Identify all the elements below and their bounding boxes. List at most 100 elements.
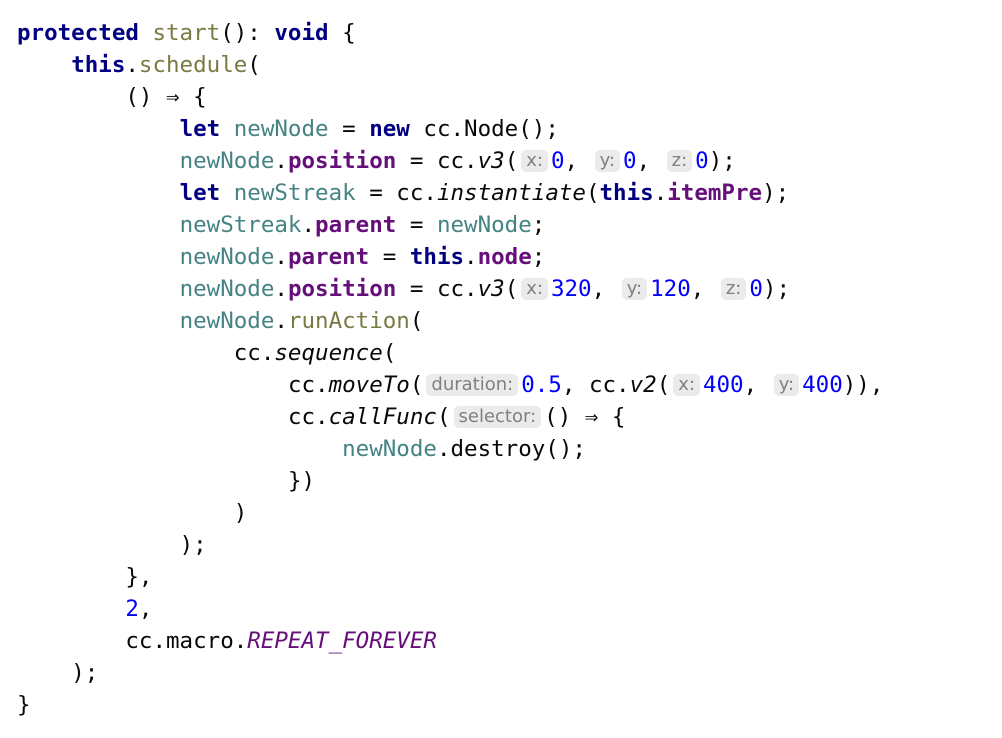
parameter-hint: x: (521, 278, 548, 300)
code-text: = cc. (355, 180, 437, 206)
code-number: 0 (749, 276, 763, 302)
code-text: ) (233, 500, 248, 526)
code-text: ); (762, 180, 790, 206)
code-function-name: start (152, 20, 221, 46)
code-indent (17, 308, 180, 334)
code-variable: newNode (342, 436, 437, 462)
code-line[interactable]: 2, (17, 593, 883, 625)
code-text: ); (708, 148, 736, 174)
code-text: ( (409, 372, 424, 398)
code-line[interactable]: cc.macro.REPEAT_FOREVER (17, 625, 883, 657)
code-property: position (287, 276, 397, 302)
code-number: 320 (550, 276, 592, 302)
code-text: , (636, 148, 664, 174)
code-text: , (591, 276, 619, 302)
code-method-call: callFunc (328, 404, 437, 430)
code-line[interactable]: }) (17, 465, 883, 497)
code-indent (17, 180, 180, 206)
code-variable: newNode (179, 276, 275, 302)
code-line[interactable]: let newNode = new cc.Node(); (17, 113, 883, 145)
code-indent (17, 660, 71, 686)
code-line[interactable]: ) (17, 497, 883, 529)
code-method-call: v3 (477, 276, 505, 302)
parameter-hint: x: (521, 150, 548, 172)
code-line[interactable]: let newStreak = cc.instantiate(this.item… (17, 177, 883, 209)
code-text: }) (287, 468, 316, 494)
code-text: , (138, 596, 153, 622)
code-indent (17, 244, 180, 270)
code-text: () ⇒ { (544, 404, 626, 430)
code-text: = cc. (396, 148, 478, 174)
code-property: itemPre (667, 180, 763, 206)
code-line[interactable]: protected start(): void { (17, 17, 883, 49)
code-keyword: let (179, 180, 221, 206)
code-line[interactable]: newNode.destroy(); (17, 433, 883, 465)
code-indent (17, 52, 71, 78)
code-constant: REPEAT_FOREVER (247, 628, 437, 654)
code-text: ( (436, 404, 451, 430)
parameter-hint: duration: (426, 374, 519, 396)
code-text: ( (504, 148, 519, 174)
code-keyword: let (179, 116, 221, 142)
code-line[interactable]: newNode.position = cc.v3(x:320, y:120, z… (17, 273, 883, 305)
code-text: (): (220, 20, 275, 46)
code-text: cc. (233, 340, 275, 366)
code-number: 120 (650, 276, 691, 302)
code-line[interactable]: this.schedule( (17, 49, 883, 81)
code-indent (17, 532, 180, 558)
code-text: = (369, 244, 410, 270)
code-line[interactable]: newStreak.parent = newNode; (17, 209, 883, 241)
parameter-hint: x: (673, 374, 700, 396)
code-number: 0 (550, 148, 565, 174)
parameter-hint: z: (666, 150, 693, 172)
code-indent (17, 372, 288, 398)
code-line[interactable]: }, (17, 561, 883, 593)
code-block[interactable]: protected start(): void { this.schedule(… (17, 17, 883, 721)
code-indent (17, 148, 180, 174)
code-text: cc. (287, 372, 329, 398)
code-method-call: sequence (274, 340, 383, 366)
code-line[interactable]: cc.sequence( (17, 337, 883, 369)
code-line[interactable]: newNode.parent = this.node; (17, 241, 883, 273)
code-indent (17, 564, 125, 590)
code-text: cc.macro. (125, 628, 248, 654)
code-text: ); (762, 276, 790, 302)
code-text: ( (656, 372, 671, 398)
code-method-call: v3 (477, 148, 505, 174)
code-text: .destroy(); (436, 436, 586, 462)
code-text: , (743, 372, 771, 398)
code-variable: newStreak (179, 212, 302, 238)
code-indent (17, 84, 125, 110)
code-indent (17, 212, 180, 238)
parameter-hint: y: (621, 278, 648, 300)
code-text: , cc. (561, 372, 630, 398)
code-line[interactable]: cc.callFunc(selector:() ⇒ { (17, 401, 883, 433)
code-function-name: schedule (138, 52, 248, 78)
code-line[interactable]: newNode.runAction( (17, 305, 883, 337)
code-line[interactable]: cc.moveTo(duration:0.5, cc.v2(x:400, y:4… (17, 369, 883, 401)
code-line[interactable]: newNode.position = cc.v3(x:0, y:0, z:0); (17, 145, 883, 177)
code-text: . (274, 244, 288, 270)
code-text: }, (125, 564, 153, 590)
code-line[interactable]: ); (17, 529, 883, 561)
code-text: () ⇒ { (125, 84, 207, 110)
code-text: cc.Node(); (409, 116, 559, 142)
parameter-hint: y: (773, 374, 800, 396)
code-indent (17, 340, 234, 366)
code-function-name: runAction (287, 308, 410, 334)
code-variable: newNode (179, 148, 275, 174)
code-indent (17, 116, 180, 142)
code-text: . (464, 244, 478, 270)
code-line[interactable]: } (17, 689, 883, 721)
code-text (220, 116, 234, 142)
code-method-call: v2 (629, 372, 657, 398)
code-method-call: moveTo (328, 372, 410, 398)
code-text: ); (179, 532, 207, 558)
code-number: 0 (623, 148, 637, 174)
code-text: = (328, 116, 370, 142)
code-line[interactable]: () ⇒ { (17, 81, 883, 113)
code-variable: newNode (179, 308, 275, 334)
code-line[interactable]: ); (17, 657, 883, 689)
code-text: ); (71, 660, 99, 686)
